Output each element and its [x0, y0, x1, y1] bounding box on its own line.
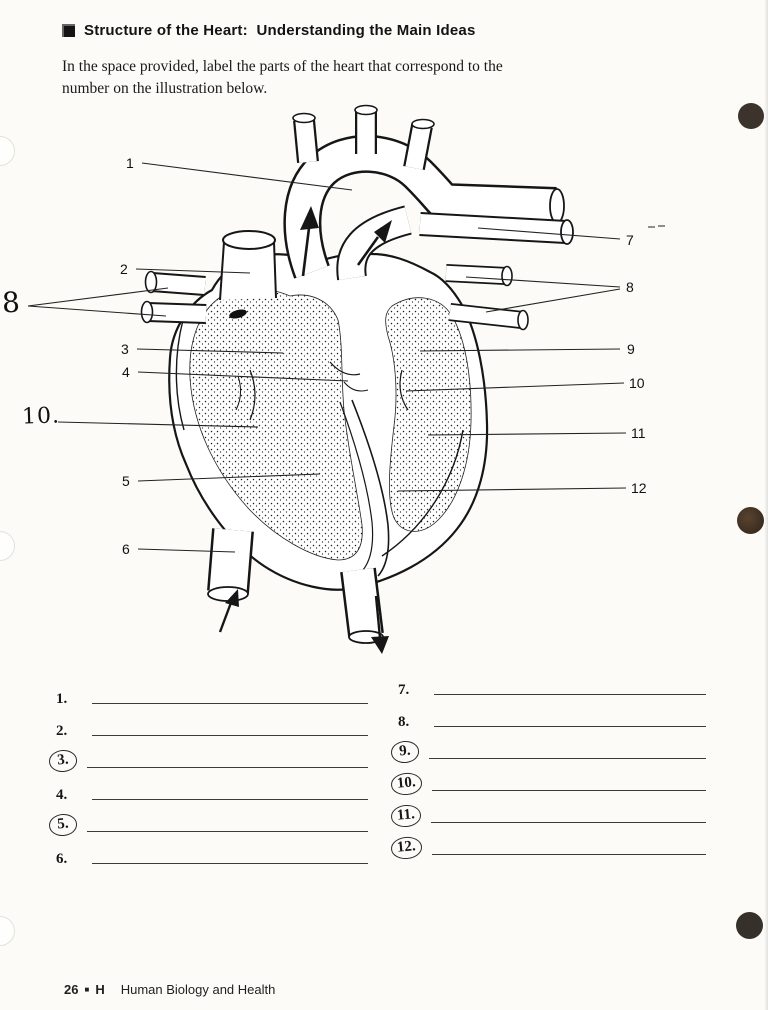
answer-row-2: 2.: [56, 707, 368, 739]
answer-row-1: 1.: [56, 675, 368, 707]
scan-ink-spot: [736, 912, 763, 939]
right-pulmonary-veins: [445, 264, 529, 331]
answer-blank-12[interactable]: [431, 853, 706, 855]
heart-illustration-svg: [27, 104, 665, 654]
answer-number-10: 10.: [390, 771, 423, 796]
answer-row-3: 3.: [48, 739, 368, 773]
handwritten-label-10: 10.: [21, 403, 61, 430]
superior-vena-cava: [219, 230, 277, 301]
answer-row-4: 4.: [56, 771, 368, 803]
answer-number-7: 7.: [398, 681, 410, 698]
answer-number-11: 11.: [390, 803, 422, 828]
diagram-label-4: 4: [122, 364, 130, 380]
diagram-label-12: 12: [631, 480, 647, 496]
answer-blank-7[interactable]: [434, 693, 706, 695]
arch-branch-vessels: [292, 104, 435, 171]
stippled-chambers: [189, 288, 472, 577]
header: Structure of the Heart: Understanding th…: [62, 22, 475, 39]
instructions-line2: number on the illustration below.: [62, 80, 268, 97]
inferior-vena-cava: [207, 528, 254, 602]
answer-blank-6[interactable]: [92, 862, 368, 864]
diagram-label-8: 8: [626, 279, 634, 295]
answer-blank-4[interactable]: [92, 798, 368, 800]
answer-row-11: 11.: [390, 794, 706, 828]
answer-number-1: 1.: [56, 690, 68, 707]
answer-blank-1[interactable]: [92, 702, 368, 704]
instructions: In the space provided, label the parts o…: [62, 56, 503, 100]
answer-blank-5[interactable]: [87, 830, 368, 832]
answer-number-3: 3.: [48, 748, 78, 773]
answer-blank-3[interactable]: [87, 766, 368, 768]
scan-ink-spot: [737, 507, 764, 534]
diagram-label-9: 9: [627, 341, 635, 357]
answer-number-4: 4.: [56, 786, 68, 803]
diagram-label-11: 11: [631, 425, 646, 441]
answer-blank-11[interactable]: [430, 821, 706, 823]
answers-left-column: 1. 2. 3. 4. 5. 6.: [48, 675, 368, 867]
diagram-label-2: 2: [120, 261, 128, 277]
hole-punch: [0, 916, 15, 946]
answer-number-9: 9.: [390, 739, 420, 764]
heart-diagram: 1 2 3 4 5 6 7 8 9 10 11 12 8 10.: [0, 100, 768, 670]
page-title: Structure of the Heart: Understanding th…: [84, 22, 476, 39]
handwritten-label-8: 8: [1, 285, 21, 320]
answer-row-9: 9.: [390, 730, 706, 764]
instructions-line1: In the space provided, label the parts o…: [62, 58, 503, 75]
answer-row-10: 10.: [390, 762, 706, 796]
footer-book-title: Human Biology and Health: [120, 982, 276, 997]
answer-blank-10[interactable]: [431, 789, 706, 791]
answer-blank-9[interactable]: [429, 757, 706, 759]
diagram-label-5: 5: [122, 473, 130, 489]
footer-square-icon: ■: [84, 984, 90, 994]
aorta: [283, 134, 565, 279]
answer-row-6: 6.: [56, 835, 368, 867]
answer-row-7: 7.: [398, 666, 706, 698]
answer-blank-2[interactable]: [92, 734, 368, 736]
flow-arrows: [218, 206, 392, 654]
answer-number-6: 6.: [56, 850, 68, 867]
diagram-label-3: 3: [121, 341, 129, 357]
page-footer: 26 ■ H Human Biology and Health: [64, 982, 275, 997]
left-pulmonary-veins: [140, 270, 207, 324]
answer-row-12: 12.: [390, 826, 706, 860]
pulmonary-artery: [336, 205, 413, 281]
diagram-label-1: 1: [126, 155, 134, 171]
footer-page-number: 26: [64, 982, 79, 997]
footer-edition: H: [95, 982, 105, 997]
diagram-label-7: 7: [626, 232, 634, 248]
answer-blank-8[interactable]: [434, 725, 706, 727]
answer-number-12: 12.: [390, 835, 423, 860]
answer-number-2: 2.: [56, 722, 68, 739]
right-pulmonary-artery: [419, 212, 574, 245]
leader-lines: [27, 162, 665, 553]
scan-ink-spot: [738, 103, 764, 129]
answer-number-8: 8.: [398, 713, 410, 730]
answer-row-8: 8.: [398, 698, 706, 730]
diagram-label-10: 10: [629, 375, 645, 391]
answers-right-column: 7. 8. 9. 10. 11. 12.: [390, 666, 706, 860]
answer-number-5: 5.: [48, 812, 78, 837]
diagram-label-6: 6: [122, 541, 130, 557]
answer-row-5: 5.: [48, 803, 368, 837]
section-marker-icon: [62, 24, 75, 37]
